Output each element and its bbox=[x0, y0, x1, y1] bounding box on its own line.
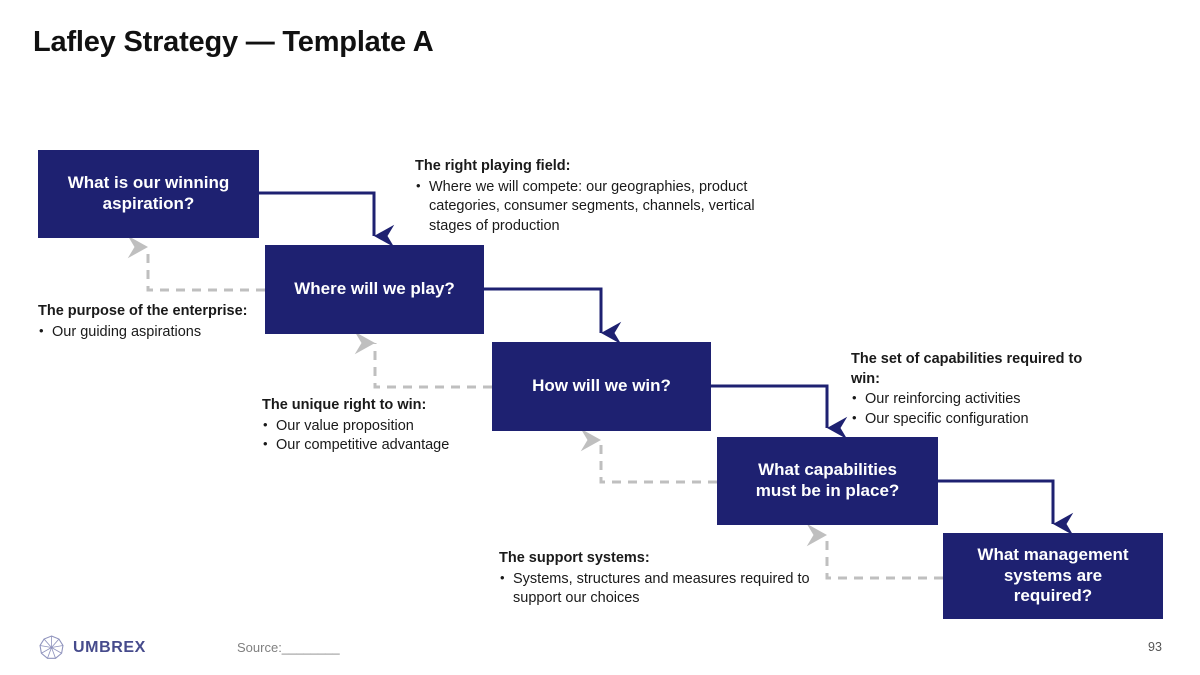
annotation-bullet: Where we will compete: our geographies, … bbox=[415, 177, 755, 237]
feedback-management-to-capabilities bbox=[806, 523, 943, 580]
box-line: systems are bbox=[1003, 565, 1103, 585]
feedback-where-play-to-aspiration bbox=[127, 235, 265, 292]
page-title: Lafley Strategy — Template A bbox=[33, 26, 434, 58]
box-line: Where will we play? bbox=[294, 279, 455, 299]
annotation-bullet: Systems, structures and measures require… bbox=[499, 569, 819, 609]
annotation-title: The unique right to win: bbox=[262, 397, 427, 413]
box-winning-aspiration[interactable]: What is our winning aspiration? bbox=[38, 150, 259, 238]
page-number: 93 bbox=[1148, 640, 1162, 654]
box-how-will-we-win[interactable]: How will we win? bbox=[492, 342, 711, 431]
box-line: required? bbox=[1013, 586, 1093, 606]
box-line: What management bbox=[977, 544, 1129, 564]
annotation-bullet: Our specific configuration bbox=[851, 409, 1111, 430]
box-where-will-we-play[interactable]: Where will we play? bbox=[265, 245, 484, 334]
connector-where-play-to-how-win bbox=[484, 287, 622, 345]
brand-name: UMBREX bbox=[73, 638, 146, 656]
annotation-bullets: Systems, structures and measures require… bbox=[499, 569, 819, 609]
box-line: How will we win? bbox=[532, 376, 671, 396]
feedback-capabilities-to-how-win bbox=[580, 428, 717, 484]
annotation-bullets: Our guiding aspirations bbox=[38, 322, 283, 343]
box-line: aspiration? bbox=[102, 194, 195, 213]
annotation-title: The set of capabilities required to win: bbox=[851, 351, 1083, 387]
annotation-bullet: Our reinforcing activities bbox=[851, 389, 1111, 410]
umbrex-umbrella-icon bbox=[39, 635, 64, 659]
annotation-right-playing-field: The right playing field: Where we will c… bbox=[415, 157, 755, 236]
annotation-title: The support systems: bbox=[499, 550, 650, 566]
annotation-bullets: Where we will compete: our geographies, … bbox=[415, 177, 755, 237]
box-line: must be in place? bbox=[755, 481, 900, 500]
annotation-title: The purpose of the enterprise: bbox=[38, 303, 248, 319]
box-line: What capabilities bbox=[758, 460, 897, 480]
annotation-bullets: Our reinforcing activities Our specific … bbox=[851, 389, 1111, 430]
connector-capabilities-to-management bbox=[938, 479, 1074, 536]
connector-how-win-to-capabilities bbox=[711, 384, 848, 440]
annotation-bullet: Our competitive advantage bbox=[262, 435, 497, 456]
annotation-bullet: Our guiding aspirations bbox=[38, 322, 283, 343]
box-line: What is our winning bbox=[67, 173, 230, 193]
feedback-how-win-to-where-play bbox=[354, 331, 492, 389]
annotation-purpose-of-enterprise: The purpose of the enterprise: Our guidi… bbox=[38, 302, 283, 342]
annotation-bullet: Our value proposition bbox=[262, 416, 497, 437]
annotation-support-systems: The support systems: Systems, structures… bbox=[499, 549, 819, 609]
box-what-capabilities[interactable]: What capabilities must be in place? bbox=[717, 437, 938, 525]
annotation-bullets: Our value proposition Our competitive ad… bbox=[262, 416, 497, 456]
brand-logo: UMBREX bbox=[38, 634, 146, 661]
annotation-title: The right playing field: bbox=[415, 158, 571, 174]
source-label: Source:________ bbox=[237, 640, 340, 655]
connector-aspiration-to-where-play bbox=[259, 191, 395, 248]
annotation-set-of-capabilities: The set of capabilities required to win:… bbox=[851, 350, 1111, 429]
box-management-systems[interactable]: What management systems are required? bbox=[943, 533, 1163, 619]
annotation-unique-right-to-win: The unique right to win: Our value propo… bbox=[262, 396, 497, 456]
